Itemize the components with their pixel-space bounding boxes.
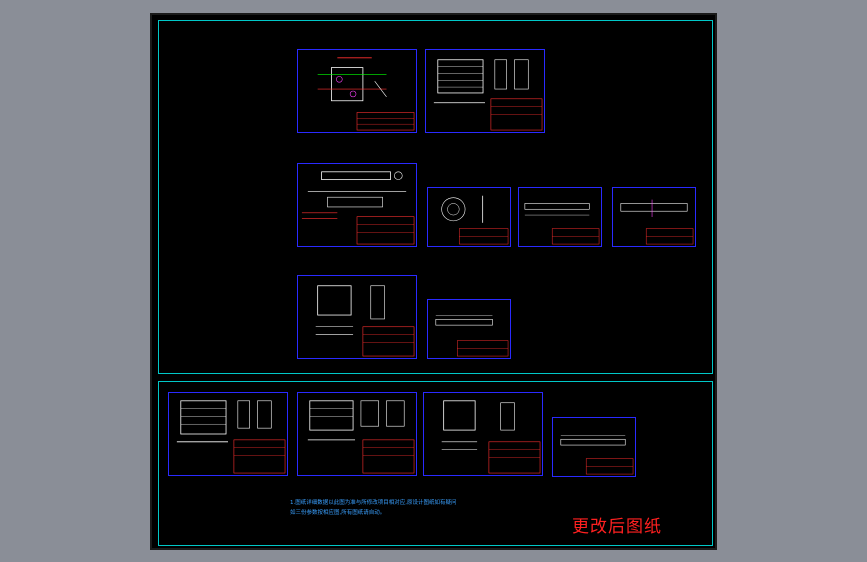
revised-drawings-caption: 更改后图纸 xyxy=(572,517,662,537)
revised-sheet-assembly-b[interactable] xyxy=(297,392,417,476)
revision-note: 1.图纸详细数据以此图为准与所修改项目相对应,原设计图纸如有疑问 如三份参数按相… xyxy=(290,500,457,516)
drawing-sheet-flange[interactable] xyxy=(427,187,511,247)
drawing-sheet-cylinder[interactable] xyxy=(297,163,417,247)
drawing-sheet-schematic[interactable] xyxy=(297,49,417,133)
revised-sheet-bar[interactable] xyxy=(552,417,636,477)
drawing-sheet-bar[interactable] xyxy=(427,299,511,359)
revised-drawings-frame xyxy=(158,381,713,546)
drawing-sheet-tube-b[interactable] xyxy=(612,187,696,247)
revised-sheet-assembly-a[interactable] xyxy=(168,392,288,476)
drawing-sheet-tube-a[interactable] xyxy=(518,187,602,247)
revised-sheet-frame[interactable] xyxy=(423,392,543,476)
drawing-sheet-assembly[interactable] xyxy=(425,49,545,133)
drawing-canvas[interactable]: 1.图纸详细数据以此图为准与所修改项目相对应,原设计图纸如有疑问 如三份参数按相… xyxy=(150,13,717,550)
drawing-sheet-frame[interactable] xyxy=(297,275,417,359)
original-drawings-frame xyxy=(158,20,713,374)
